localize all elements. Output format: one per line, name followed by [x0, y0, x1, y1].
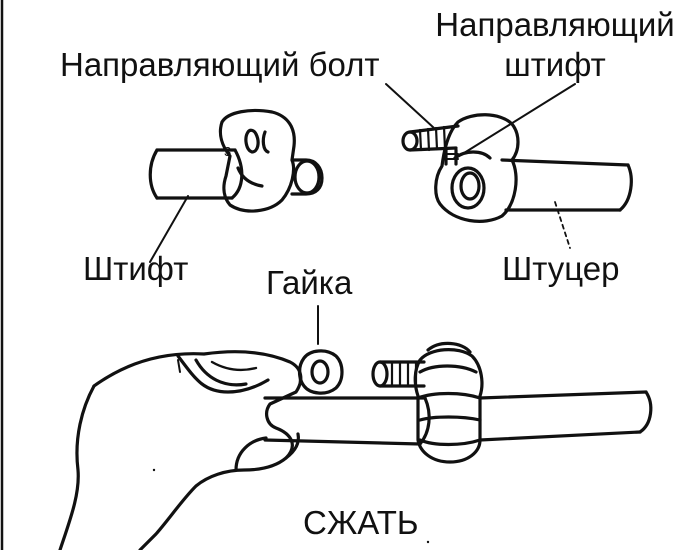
- right-caliper-assembly: [401, 113, 633, 223]
- nut-label: Гайка: [266, 264, 353, 301]
- bottom-assembly: [58, 341, 653, 550]
- nut: [297, 349, 344, 395]
- pin-leader: [149, 195, 189, 263]
- hole-mark: 3: [224, 144, 231, 159]
- fitting-leader: [554, 201, 571, 249]
- hand: [92, 350, 303, 550]
- pin-label: Штифт: [83, 250, 189, 287]
- fitting-rod: [500, 158, 630, 212]
- bottom-bracket: [413, 348, 484, 464]
- compress-label: СЖАТЬ: [303, 504, 419, 541]
- guide-pin-label-line2: штифт: [504, 46, 606, 83]
- fitting-label: Штуцер: [502, 250, 620, 287]
- left-bracket: [218, 108, 296, 213]
- left-rod: [155, 148, 237, 200]
- guide-pin-label-line1: Направляющий: [435, 6, 675, 43]
- guide-bolt-label: Направляющий болт: [60, 46, 380, 83]
- guide-pin-leader: [455, 83, 576, 159]
- left-caliper-assembly: [148, 108, 324, 213]
- guide-bolt-leader: [385, 83, 435, 129]
